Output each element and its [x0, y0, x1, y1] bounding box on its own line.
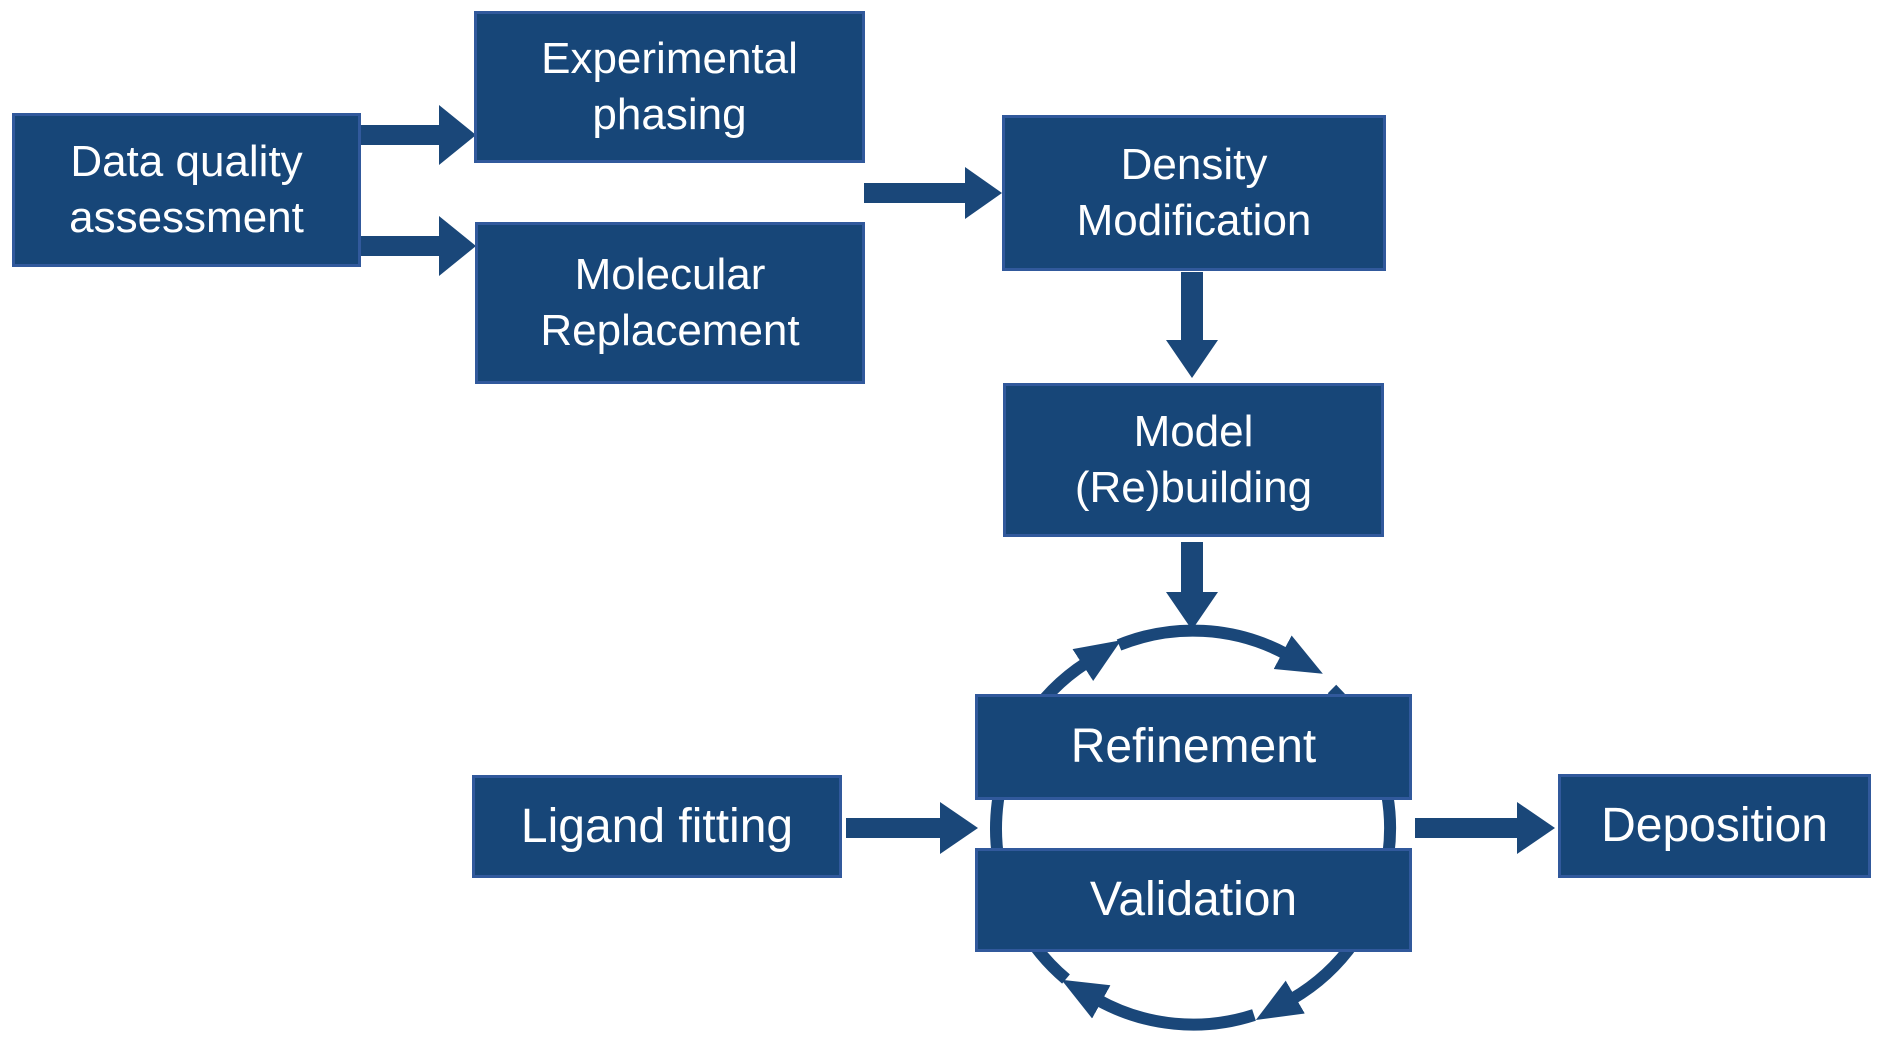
arrow-ligandfitting-to-cycle: [846, 802, 978, 854]
node-data-quality-assessment: Data quality assessment: [12, 113, 361, 267]
node-model-rebuilding: Model (Re)building: [1003, 383, 1384, 537]
node-ligand-fitting: Ligand fitting: [472, 775, 842, 878]
node-molecular-replacement: Molecular Replacement: [475, 222, 865, 384]
cycle-arc-top: [1116, 624, 1323, 674]
node-data-quality-assessment-label: Data quality assessment: [69, 136, 304, 242]
node-density-modification: Density Modification: [1002, 115, 1386, 271]
cycle-arc-bottom: [1061, 979, 1256, 1031]
node-experimental-phasing: Experimental phasing: [474, 11, 865, 163]
node-refinement-label: Refinement: [1070, 720, 1317, 774]
node-molecular-replacement-label: Molecular Replacement: [540, 249, 800, 355]
arrow-dataquality-to-molreplacement: [361, 216, 476, 276]
node-density-modification-label: Density Modification: [1076, 139, 1312, 245]
node-model-rebuilding-label: Model (Re)building: [1074, 406, 1313, 512]
node-experimental-phasing-label: Experimental phasing: [541, 33, 798, 139]
arrow-densitymod-to-modelrebuilding: [1166, 272, 1218, 378]
node-validation: Validation: [975, 848, 1412, 952]
arrow-phasing-to-densitymod: [864, 167, 1002, 219]
refinement-validation-cycle-circle: [990, 624, 1397, 1031]
node-deposition-label: Deposition: [1601, 799, 1828, 853]
arrow-cycle-to-deposition: [1415, 802, 1555, 854]
node-validation-label: Validation: [1089, 873, 1298, 927]
node-ligand-fitting-label: Ligand fitting: [520, 799, 794, 853]
node-deposition: Deposition: [1558, 774, 1871, 878]
arrow-dataquality-to-expphasing: [361, 105, 476, 165]
node-refinement: Refinement: [975, 694, 1412, 800]
arrow-modelrebuilding-to-cycle: [1166, 542, 1218, 630]
